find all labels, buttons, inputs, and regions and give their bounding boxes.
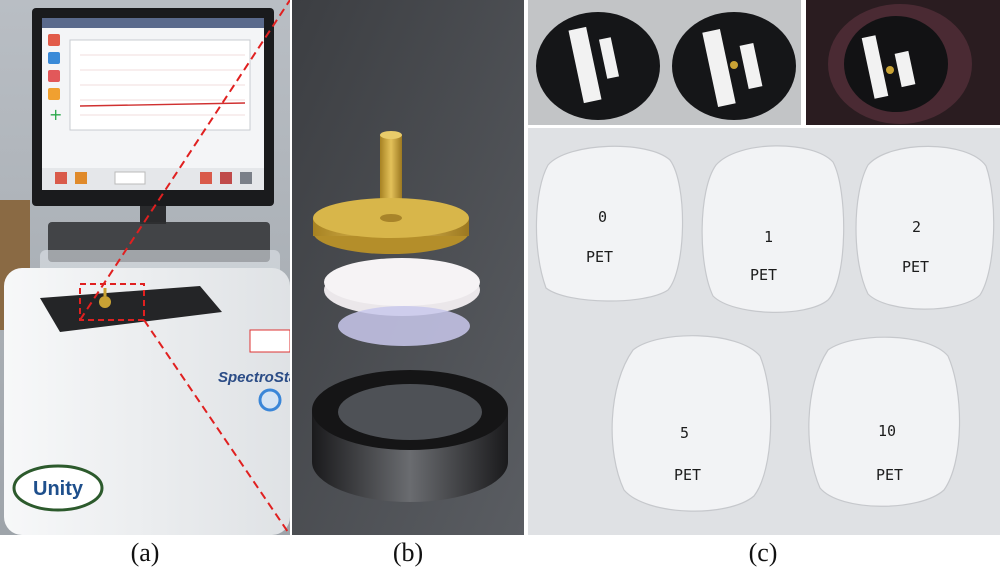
sample-stage-callout xyxy=(79,283,145,321)
svg-text:+: + xyxy=(49,105,62,124)
caption-a: (a) xyxy=(130,538,160,567)
sample-material: PET xyxy=(750,266,777,284)
sample-material: PET xyxy=(674,466,701,484)
sample-number: 10 xyxy=(878,422,896,440)
sample-number: 1 xyxy=(764,228,773,246)
film-sample-disk xyxy=(338,306,470,346)
sample-number: 2 xyxy=(912,218,921,236)
power-button xyxy=(258,388,282,412)
panel-c-photo: 0 PET 1 PET 2 PET 5 PET 10 PET xyxy=(528,0,1000,535)
film-sample-2: 2 PET xyxy=(855,145,995,310)
panel-a-photo: + xyxy=(0,0,290,535)
film-sample-0: 0 PET xyxy=(535,145,684,302)
sample-material: PET xyxy=(586,248,613,266)
panel-b-photo xyxy=(292,0,524,535)
brass-plunger xyxy=(313,131,469,254)
film-sample-10: 10 PET xyxy=(808,336,961,507)
monitor: + xyxy=(32,8,274,224)
film-sample-5: 5 PET xyxy=(611,335,772,512)
sample-number: 5 xyxy=(680,424,689,442)
sample-number: 0 xyxy=(598,208,607,226)
instrument-brand-label: SpectroStar xyxy=(218,369,290,386)
film-sample-1: 1 PET xyxy=(701,145,845,313)
sample-holder-1 xyxy=(536,12,660,120)
sample-material: PET xyxy=(902,258,929,276)
caption-c: (c) xyxy=(748,538,778,567)
unity-logo: Unity xyxy=(33,478,84,500)
black-holder-ring xyxy=(312,370,508,502)
sample-holder-2 xyxy=(672,12,796,120)
caption-b: (b) xyxy=(392,538,424,567)
spectrophotometer-body: SpectroStar Unity xyxy=(4,268,290,535)
sample-material: PET xyxy=(876,466,903,484)
sample-holder-3 xyxy=(828,4,972,124)
